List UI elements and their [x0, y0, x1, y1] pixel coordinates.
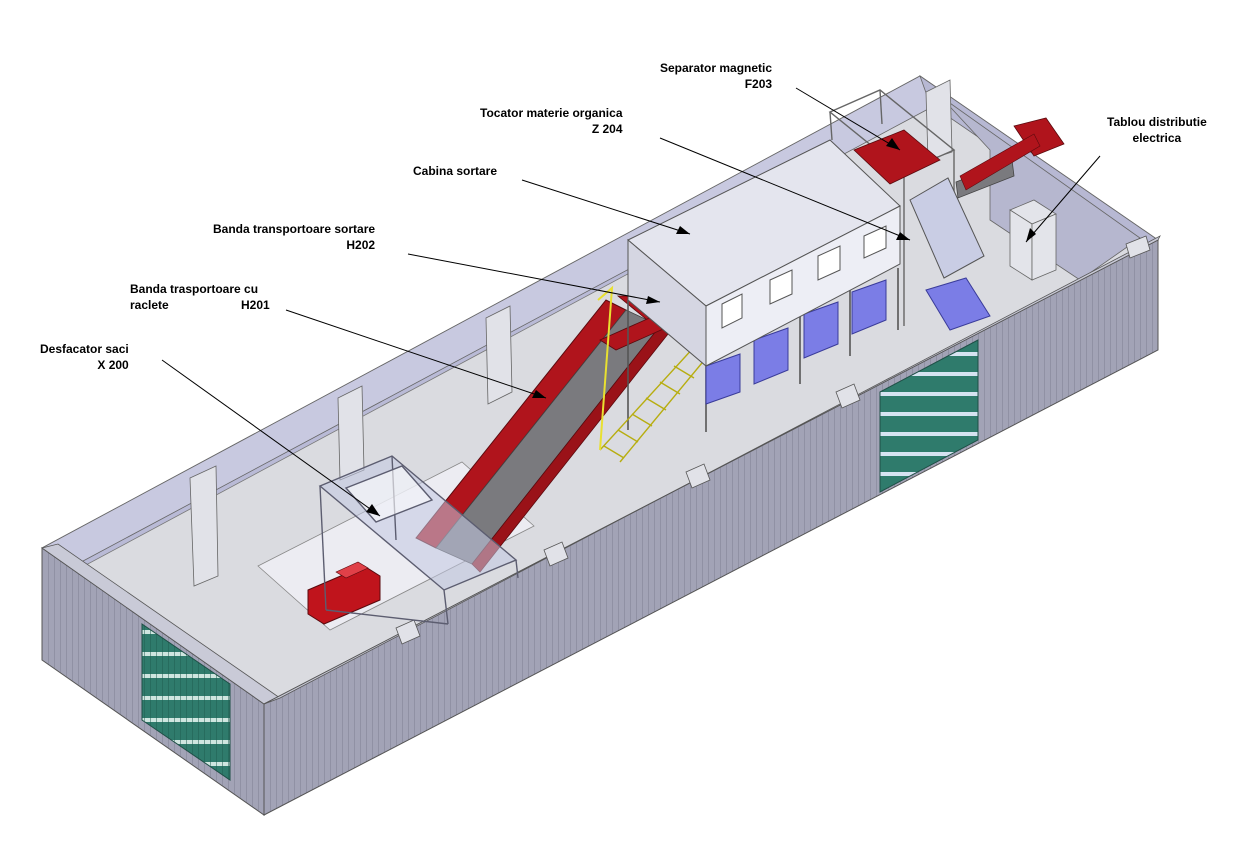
label-scraper-conveyor-line2a: raclete: [130, 298, 169, 312]
electrical-panel: [1009, 199, 1057, 281]
wall-stubs: [395, 235, 1151, 645]
label-sorting-cabin-name: Cabina sortare: [413, 164, 498, 178]
label-magnetic-separator-code: F203: [744, 77, 773, 91]
sorting-bins: [705, 277, 991, 405]
label-sorting-conveyor-code: H202: [346, 238, 376, 252]
conveyor-h201: [415, 295, 687, 573]
label-organic-shredder-code: Z 204: [591, 122, 623, 136]
f203-red-belt: [853, 129, 941, 185]
shredder-z204: [909, 177, 985, 279]
door-left: [141, 623, 231, 781]
label-magnetic-separator-name: Separator magnetic: [660, 61, 773, 75]
label-bag-opener-name: Desfacator saci: [40, 342, 129, 356]
bag-opener-x200: [318, 455, 519, 625]
label-bag-opener-code: X 200: [97, 358, 129, 372]
label-organic-shredder-name: Tocator materie organica: [480, 106, 623, 120]
label-scraper-conveyor: Banda trasportoare cu: [130, 281, 258, 297]
feed-conveyor: [955, 117, 1065, 199]
label-scraper-conveyor-code: H201: [241, 298, 270, 312]
label-bag-opener: Desfacator saci X 200: [40, 341, 129, 373]
front-wall-long-top: [263, 235, 1161, 705]
label-organic-shredder: Tocator materie organica Z 204: [480, 105, 623, 137]
stair-rail: [597, 285, 614, 451]
label-electrical-panel-line2: electrica: [1132, 131, 1182, 145]
label-scraper-conveyor-name: Banda trasportoare cu: [130, 282, 259, 296]
label-sorting-conveyor: Banda transportoare sortare H202: [213, 221, 375, 253]
label-electrical-panel: Tablou distributie electrica: [1107, 114, 1207, 146]
sorting-cabin: [627, 139, 901, 368]
leader-arrowheads: [366, 138, 1036, 516]
label-magnetic-separator: Separator magnetic F203: [660, 60, 772, 92]
label-sorting-cabin: Cabina sortare: [413, 163, 497, 179]
door-right: [879, 339, 979, 493]
label-electrical-panel-name: Tablou distributie: [1107, 115, 1207, 129]
leader-lines: [161, 87, 1101, 517]
label-sorting-conveyor-name: Banda transportoare sortare: [213, 222, 376, 236]
